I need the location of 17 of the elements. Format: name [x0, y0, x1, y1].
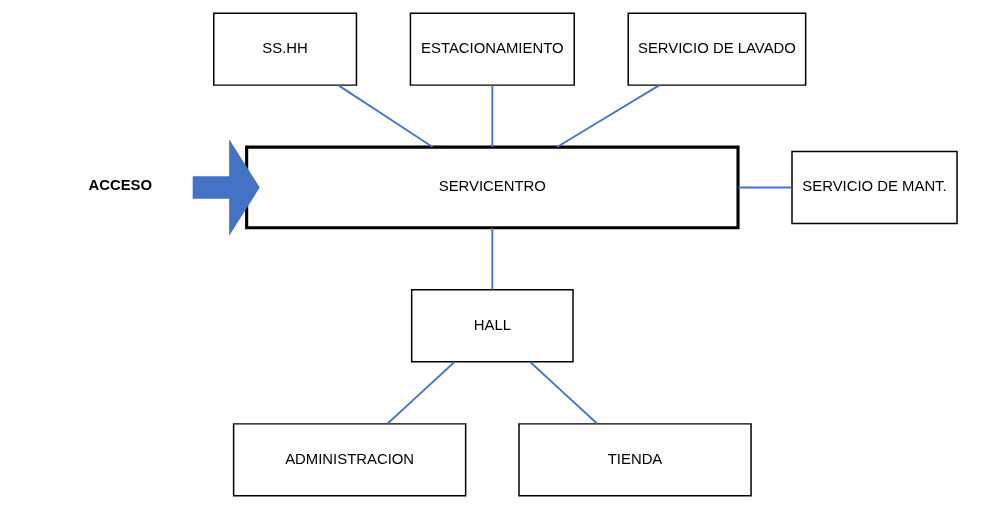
connector	[386, 361, 456, 425]
node-text: ACCESO	[88, 177, 153, 194]
node-box: HALL	[410, 289, 574, 363]
node-box: SERVICIO DE MANT.	[791, 150, 958, 225]
connector	[529, 361, 598, 425]
node-box: SERVICIO DE LAVADO	[627, 12, 807, 86]
node-box: TIENDA	[518, 423, 752, 497]
connector	[556, 84, 660, 148]
connector	[491, 84, 494, 148]
node-box: SERVICENTRO	[245, 145, 740, 230]
connector	[491, 227, 494, 291]
connector	[737, 186, 793, 189]
node-box: SS.HH	[213, 12, 358, 86]
arrow	[192, 139, 260, 236]
node-box: ESTACIONAMIENTO	[409, 12, 575, 86]
node-box: ADMINISTRACION	[232, 423, 467, 497]
connector	[337, 84, 434, 148]
